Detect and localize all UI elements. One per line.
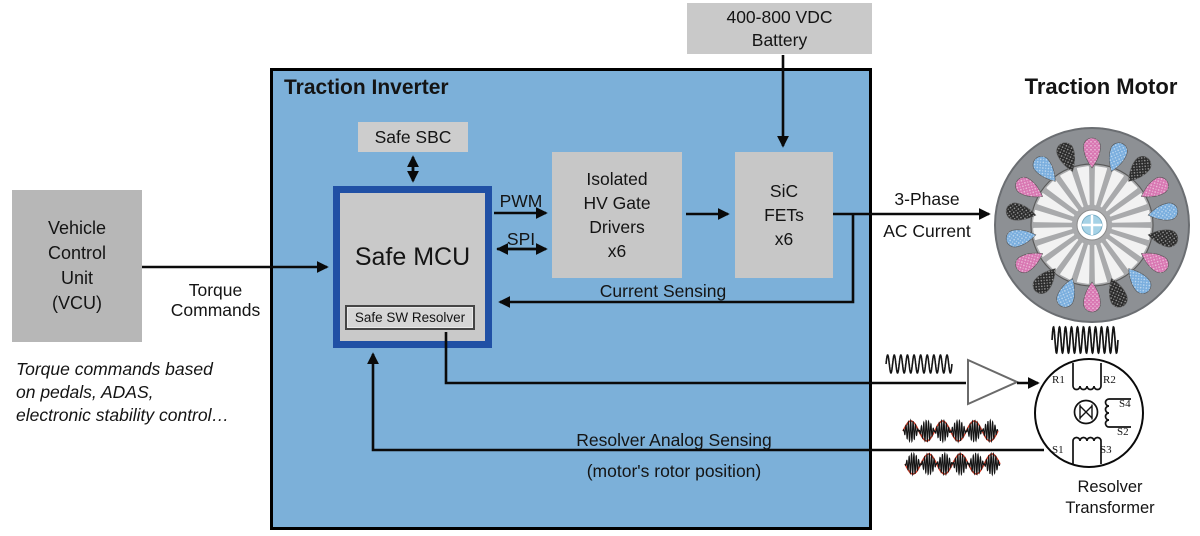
traction-motor-title: Traction Motor [1024,74,1178,99]
motor-slot [1005,202,1037,221]
safe-sbc-label: Safe SBC [374,126,452,147]
battery-line: Battery [751,29,808,50]
terminal-r2: R2 [1103,374,1116,386]
vcu-line: Vehicle [47,218,107,238]
motor-tooth [1109,193,1147,217]
vcu-line: (VCU) [52,293,102,313]
vcu-note-line: Torque commands based [16,359,213,379]
am-signal-carrier-icon [904,451,1001,477]
safe-mcu-box: Safe MCU Safe SW Resolver [333,186,492,348]
motor-tooth [1105,179,1138,212]
vcu-note-line: electronic stability control… [16,405,229,425]
motor-slot [1109,278,1128,308]
motor-slot [1015,252,1044,274]
motor-slot [1056,142,1075,172]
motor-tooth [1111,227,1151,241]
ac-current-label: AC Current [883,221,971,241]
motor-tooth [1033,227,1073,241]
motor-signal-sine-icon [1051,325,1119,355]
battery-line: 400-800 VDC [726,6,833,27]
motor-tooth [1094,166,1108,206]
motor-slot [1147,229,1179,248]
sic-fets-line: SiC [769,181,799,201]
gate-drivers-line: x6 [607,241,627,261]
resolver-sensing-label: Resolver Analog Sensing [576,430,772,450]
torque-commands-line: Commands [170,300,261,320]
resolver-title-line: Resolver [1077,478,1143,496]
motor-tooth [1100,170,1124,208]
gate-drivers-line: Isolated [586,169,648,189]
motor-slot [1005,229,1037,248]
current-sensing-label: Current Sensing [599,281,727,301]
motor-slot [1140,176,1169,198]
gate-drivers-box: Isolated HV Gate Drivers x6 [552,152,682,278]
resolver-title-line: Transformer [1065,499,1155,517]
battery-box: 400-800 VDC Battery [687,3,872,54]
safe-sw-resolver-label: Safe SW Resolver [354,310,466,325]
spi-label: SPI [506,229,536,249]
pwm-label: PWM [499,191,543,211]
safe-sbc-box: Safe SBC [358,122,468,152]
motor-slot [1083,281,1101,313]
terminal-r1: R1 [1052,374,1065,386]
terminal-s2: S2 [1117,426,1129,438]
motor-tooth [1046,179,1079,212]
sic-fets-line: FETs [764,205,804,225]
motor-slot [1032,268,1056,294]
vcu-box: Vehicle Control Unit (VCU) [12,190,142,342]
resolver-coil-bottom [1072,436,1102,464]
terminal-s1: S1 [1052,444,1064,456]
motor-slot [1015,176,1044,198]
torque-commands-label: Torque Commands [168,280,263,320]
torque-commands-line: Torque [188,280,243,300]
safe-sw-resolver-box: Safe SW Resolver [345,305,475,330]
am-signal-envelope-icon [904,453,1001,475]
motor-tooth [1060,242,1084,280]
resolver-rotor-icon [1073,399,1099,425]
motor-tooth [1105,238,1138,271]
vcu-line: Unit [60,268,93,288]
motor-tooth [1109,233,1147,257]
motor-tooth [1037,193,1075,217]
am-signal-carrier-icon [902,418,999,444]
gate-drivers-line: Drivers [589,217,645,237]
safe-mcu-label: Safe MCU [354,243,471,271]
traction-motor-graphic [994,127,1190,323]
motor-tooth [1037,233,1075,257]
motor-slot [1147,202,1179,221]
resolver-coil-top [1072,363,1102,391]
amplifier-icon [967,358,1020,406]
motor-tooth [1076,244,1090,284]
motor-slot [1128,268,1152,294]
motor-tooth [1046,238,1079,271]
motor-tooth [1100,242,1124,280]
motor-tooth [1094,244,1108,284]
am-signal-envelope-icon [902,420,999,442]
resolver-transformer-label: Resolver Transformer [1035,477,1185,519]
motor-tooth [1060,170,1084,208]
motor-slot [1056,278,1075,308]
vcu-note: Torque commands based on pedals, ADAS, e… [16,358,276,427]
three-phase-label: 3-Phase [894,189,960,209]
motor-tooth [1111,209,1151,223]
motor-slot [1083,137,1101,169]
gate-drivers-line: HV Gate [583,193,651,213]
excitation-sine-icon [885,354,953,374]
motor-tooth [1033,209,1073,223]
motor-tooth [1076,166,1090,206]
inverter-title: Traction Inverter [284,76,449,99]
motor-slot [1032,156,1056,182]
resolver-rotor-symbol [1079,404,1093,420]
vcu-note-line: on pedals, ADAS, [16,382,154,402]
motor-slot [1140,252,1169,274]
sic-fets-box: SiC FETs x6 [735,152,833,278]
motor-slot [1109,142,1128,172]
terminal-s3: S3 [1100,444,1112,456]
sic-fets-line: x6 [774,229,794,249]
vcu-line: Control [47,243,107,263]
resolver-sensing-sub-label: (motor's rotor position) [586,461,762,481]
motor-slot [1128,156,1152,182]
terminal-s4: S4 [1119,398,1131,410]
